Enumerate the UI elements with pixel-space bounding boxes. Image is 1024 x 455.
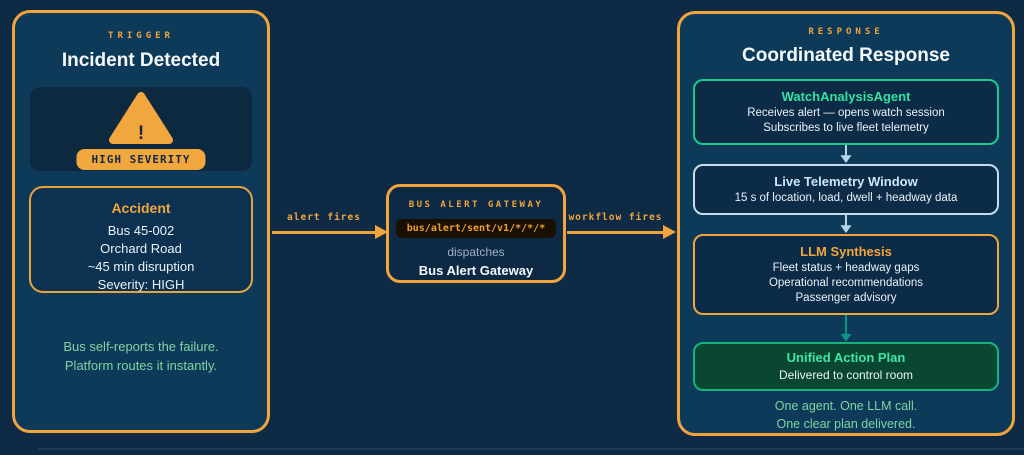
gateway-kicker: BUS ALERT GATEWAY: [408, 200, 544, 210]
incident-location: Orchard Road: [100, 241, 182, 256]
response-footnote-line: One clear plan delivered.: [776, 417, 916, 431]
trigger-footnote-line: Platform routes it instantly.: [64, 358, 218, 373]
step-line: Delivered to control room: [778, 368, 914, 382]
workflow-fires-arrow: workflow fires: [567, 212, 676, 240]
step-line: Passenger advisory: [795, 291, 897, 304]
step-line: Fleet status + headway gaps: [772, 261, 920, 274]
step-watch-analysis-agent: WatchAnalysisAgent Receives alert — open…: [693, 79, 999, 145]
arrow-head-icon: [663, 225, 676, 239]
trigger-title: Incident Detected: [61, 50, 221, 71]
trigger-footnote: Bus self-reports the failure. Platform r…: [15, 337, 267, 375]
step-line: Subscribes to live fleet telemetry: [763, 122, 929, 134]
response-footnote-line: One agent. One LLM call.: [774, 399, 918, 413]
step-title: Live Telemetry Window: [774, 173, 918, 189]
down-arrow-icon: [840, 145, 852, 163]
alert-fires-arrow: alert fires: [272, 212, 388, 240]
incident-bus-id: Bus 45-002: [107, 223, 175, 238]
incident-duration: ~45 min disruption: [87, 259, 195, 274]
exclamation-mark: !: [137, 123, 145, 144]
down-arrow-icon: [840, 314, 852, 342]
step-live-telemetry-window: Live Telemetry Window 15 s of location, …: [693, 163, 999, 215]
step-line: Receives alert — opens watch session: [747, 107, 945, 119]
arrow-head-icon: [375, 225, 388, 239]
down-arrow-icon: [840, 214, 852, 233]
step-line: 15 s of location, load, dwell + headway …: [734, 191, 958, 204]
divider: [38, 448, 1024, 450]
step-title: Unified Action Plan: [786, 350, 906, 365]
response-footnote: One agent. One LLM call. One clear plan …: [775, 397, 917, 433]
arrow-shaft: [567, 231, 665, 234]
gateway-topic: bus/alert/sent/v1/*/*/*: [395, 219, 557, 238]
workflow-fires-label: workflow fires: [568, 212, 663, 223]
trigger-panel: TRIGGER Incident Detected ! HIGH SEVERIT…: [12, 10, 270, 433]
gateway-subtitle: dispatches: [447, 245, 505, 259]
step-unified-action-plan: Unified Action Plan Delivered to control…: [693, 342, 999, 391]
step-line: Operational recommendations: [768, 276, 924, 289]
response-kicker: RESPONSE: [808, 27, 884, 37]
incident-severity: Severity: HIGH: [97, 277, 185, 292]
step-title: LLM Synthesis: [800, 243, 892, 259]
trigger-footnote-line: Bus self-reports the failure.: [63, 339, 219, 354]
response-panel: RESPONSE Coordinated Response WatchAnaly…: [677, 11, 1015, 436]
alert-fires-label: alert fires: [287, 212, 361, 223]
warning-triangle-icon: !: [108, 91, 174, 145]
incident-card: Accident Bus 45-002 Orchard Road ~45 min…: [29, 186, 253, 293]
arrow-shaft: [272, 231, 377, 234]
gateway-title: Bus Alert Gateway: [418, 263, 534, 278]
step-title: WatchAnalysisAgent: [781, 89, 911, 104]
step-llm-synthesis: LLM Synthesis Fleet status + headway gap…: [693, 233, 999, 315]
severity-visual: ! HIGH SEVERITY: [30, 87, 252, 171]
gateway-node: BUS ALERT GATEWAY bus/alert/sent/v1/*/*/…: [386, 184, 566, 283]
response-title: Coordinated Response: [742, 45, 950, 66]
severity-badge: HIGH SEVERITY: [76, 149, 206, 170]
incident-card-title: Accident: [111, 200, 171, 216]
trigger-kicker: TRIGGER: [108, 31, 174, 41]
